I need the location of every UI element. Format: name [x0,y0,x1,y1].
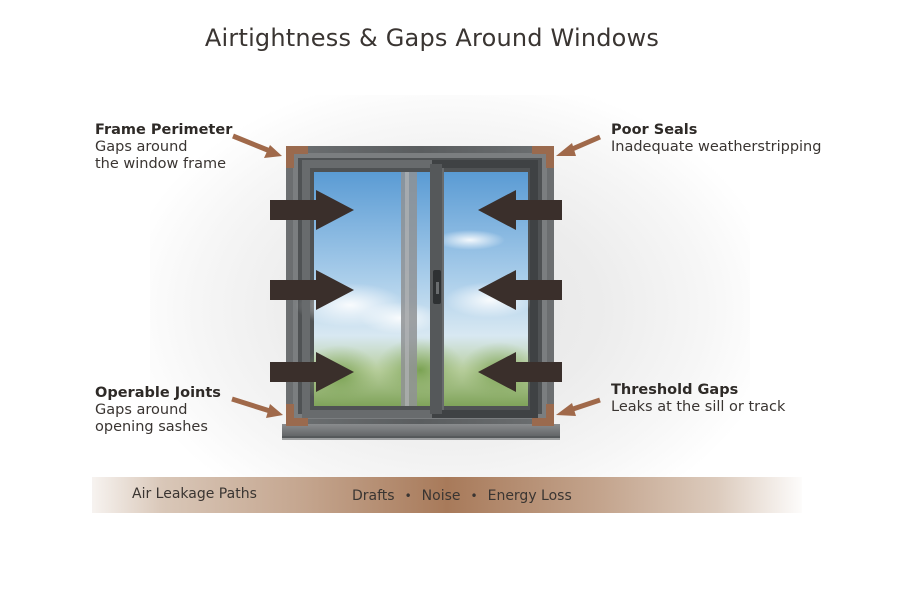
callout-heading: Poor Seals [611,122,698,138]
banner-terms: Drafts • Noise • Energy Loss [352,488,572,504]
corner-gap-bottom-left [286,404,308,426]
callout-threshold-gaps: Threshold Gaps Leaks at the sill or trac… [611,382,785,416]
separator-dot: • [470,489,478,503]
diagram-title: Airtightness & Gaps Around Windows [204,24,660,52]
pointer-frame-perimeter [232,133,282,158]
callout-heading: Operable Joints [95,385,221,401]
callout-heading: Frame Perimeter [95,122,233,138]
corner-gap-top-left [286,146,308,168]
pointer-threshold-gaps [556,397,601,416]
air-arrow-right-top [478,190,562,230]
air-arrow-left-middle [270,270,354,310]
pointer-poor-seals [556,134,601,156]
callout-frame-perimeter: Frame Perimeter Gaps around the window f… [95,122,232,173]
callout-description: Gaps around opening sashes [95,402,208,435]
callout-heading: Threshold Gaps [611,382,739,398]
callout-operable-joints: Operable Joints Gaps around opening sash… [95,385,221,436]
leakage-banner [92,477,802,513]
air-arrow-right-bottom [478,352,562,392]
callout-description: Gaps around the window frame [95,139,227,172]
corner-gap-top-right [532,146,554,168]
banner-term-drafts: Drafts [352,488,395,504]
corner-gap-bottom-right [532,404,554,426]
air-arrow-right-middle [478,270,562,310]
window-sill [282,424,560,438]
banner-term-noise: Noise [421,488,461,504]
air-arrow-left-bottom [270,352,354,392]
air-arrow-left-top [270,190,354,230]
pointer-operable-joints [231,396,283,418]
separator-dot: • [404,489,412,503]
callout-description: Inadequate weatherstripping [611,139,822,155]
banner-label: Air Leakage Paths [132,486,257,502]
callout-description: Leaks at the sill or track [611,399,786,415]
banner-term-energy-loss: Energy Loss [487,488,572,504]
callout-poor-seals: Poor Seals Inadequate weatherstripping [611,122,821,156]
air-arrows-right [478,190,562,392]
air-arrows-left [270,190,354,392]
